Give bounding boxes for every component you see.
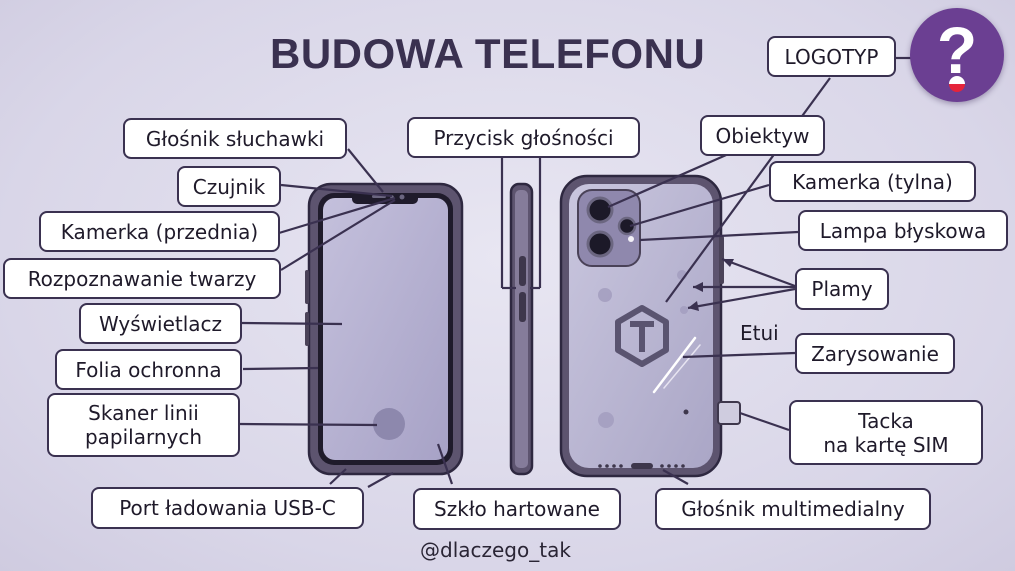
rear-camera xyxy=(617,216,637,236)
label-wyswietlacz: Wyświetlacz xyxy=(79,303,242,344)
label-glosnik-multimedialny: Głośnik multimedialny xyxy=(655,488,931,530)
label-tacka-sim: Tacka na kartę SIM xyxy=(789,400,983,465)
back-phone xyxy=(559,174,741,478)
screen-display xyxy=(323,198,448,460)
label-folia-ochronna: Folia ochronna xyxy=(55,349,242,390)
label-lampa-blyskowa: Lampa błyskowa xyxy=(798,210,1008,251)
label-port-ladowania: Port ładowania USB-C xyxy=(91,487,364,529)
brand-logo-icon xyxy=(615,305,669,367)
page-title: BUDOWA TELEFONU xyxy=(270,30,706,77)
label-etui: Etui xyxy=(740,321,779,345)
label-logotyp: LOGOTYP xyxy=(767,36,896,77)
sim-tray xyxy=(717,401,741,425)
label-zarysowanie: Zarysowanie xyxy=(795,333,955,374)
stain-3 xyxy=(598,412,614,428)
lens-2 xyxy=(586,230,614,258)
usb-c-port xyxy=(631,463,653,469)
label-tacka-line2: na kartę SIM xyxy=(823,432,949,457)
label-szklo-hartowane: Szkło hartowane xyxy=(413,488,621,530)
bottom-speaker xyxy=(598,464,685,468)
logo-flag-dot xyxy=(949,76,965,92)
label-przycisk-glosnosci: Przycisk głośności xyxy=(407,117,640,158)
stain-1 xyxy=(598,288,612,302)
label-skaner-line2: papilarnych xyxy=(84,425,203,449)
label-skaner: Skaner linii papilarnych xyxy=(47,393,240,457)
label-obiektyw: Obiektyw xyxy=(700,115,825,156)
front-camera-dot xyxy=(399,194,405,200)
fingerprint-sensor xyxy=(373,408,405,440)
front-phone xyxy=(305,182,464,476)
volume-down-button xyxy=(519,292,526,322)
flash xyxy=(628,236,634,242)
lens-1 xyxy=(586,196,614,224)
label-kamerka-przednia: Kamerka (przednia) xyxy=(39,211,280,252)
stain-4 xyxy=(680,306,688,314)
label-rozpoznawanie-twarzy: Rozpoznawanie twarzy xyxy=(3,258,281,299)
label-glosnik-sluchawki: Głośnik słuchawki xyxy=(123,118,347,159)
side-phone xyxy=(509,182,534,476)
author-handle: @dlaczego_tak xyxy=(420,538,571,562)
question-mark-icon: ? xyxy=(936,13,978,87)
label-plamy: Plamy xyxy=(795,268,889,310)
scratch xyxy=(652,336,697,394)
label-czujnik: Czujnik xyxy=(177,166,281,207)
question-mark-logo: ? xyxy=(910,8,1004,102)
label-kamerka-tylna: Kamerka (tylna) xyxy=(769,161,976,202)
volume-up-button xyxy=(519,256,526,286)
label-skaner-line1: Skaner linii xyxy=(88,401,199,425)
label-tacka-line1: Tacka xyxy=(858,408,914,433)
